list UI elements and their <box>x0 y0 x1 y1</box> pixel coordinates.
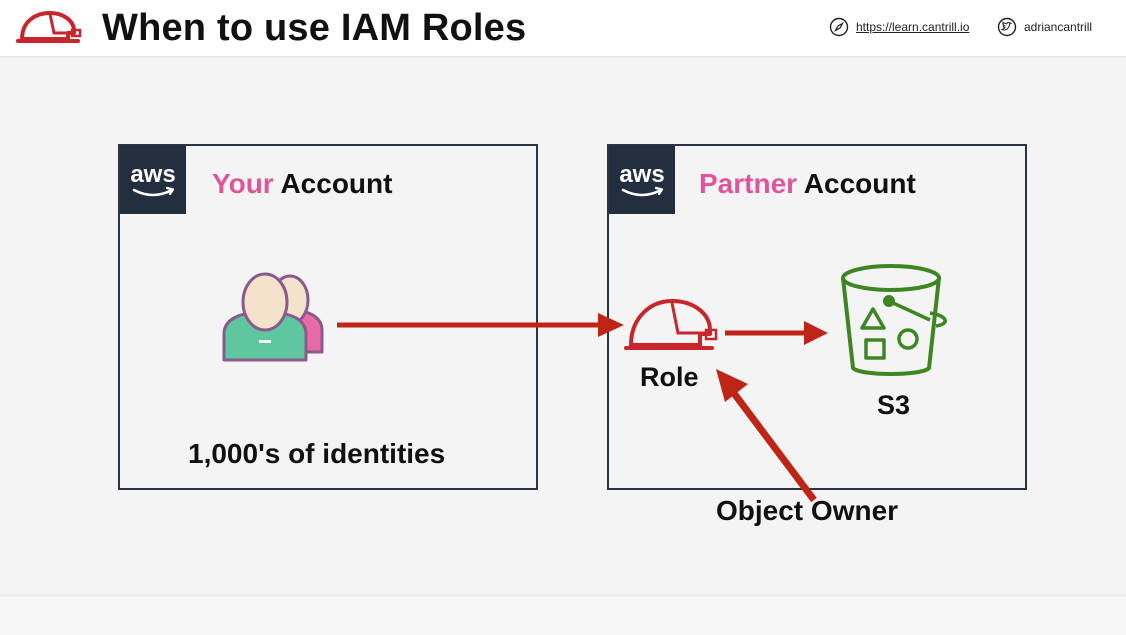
site-link[interactable]: https://learn.cantrill.io <box>829 17 969 37</box>
your-account-box: aws Your Account <box>118 144 538 490</box>
partner-account-title: Partner Account <box>699 168 916 200</box>
account-suffix: Account <box>280 168 393 199</box>
page-title: When to use IAM Roles <box>102 7 527 49</box>
account-prefix: Your <box>212 168 274 199</box>
account-prefix: Partner <box>699 168 798 199</box>
s3-bucket-icon <box>841 264 947 376</box>
helmet-logo-icon <box>16 11 82 43</box>
users-icon <box>222 272 324 362</box>
arrow-owner-to-role <box>716 369 817 503</box>
svg-text:aws: aws <box>619 161 664 188</box>
svg-text:aws: aws <box>130 161 175 188</box>
object-owner-label: Object Owner <box>716 495 899 526</box>
s3-label: S3 <box>877 390 911 420</box>
account-suffix: Account <box>803 168 916 199</box>
aws-logo-icon: aws <box>120 146 186 214</box>
partner-account-box: aws Partner Account <box>607 144 1027 490</box>
footer-bar <box>0 595 1126 635</box>
role-helmet-icon <box>624 299 718 350</box>
twitter-icon <box>997 17 1017 37</box>
arrow-role-to-s3 <box>725 321 828 345</box>
twitter-link[interactable]: adriancantrill <box>997 17 1092 37</box>
twitter-handle: adriancantrill <box>1024 20 1093 34</box>
role-label: Role <box>640 362 699 392</box>
identities-label: 1,000's of identities <box>188 438 446 469</box>
header: When to use IAM Roles https://learn.cant… <box>0 0 1126 57</box>
your-account-title: Your Account <box>212 168 392 200</box>
site-url: https://learn.cantrill.io <box>856 20 970 34</box>
compass-icon <box>829 17 849 37</box>
arrow-users-to-role <box>337 313 624 337</box>
aws-logo-icon: aws <box>609 146 675 214</box>
